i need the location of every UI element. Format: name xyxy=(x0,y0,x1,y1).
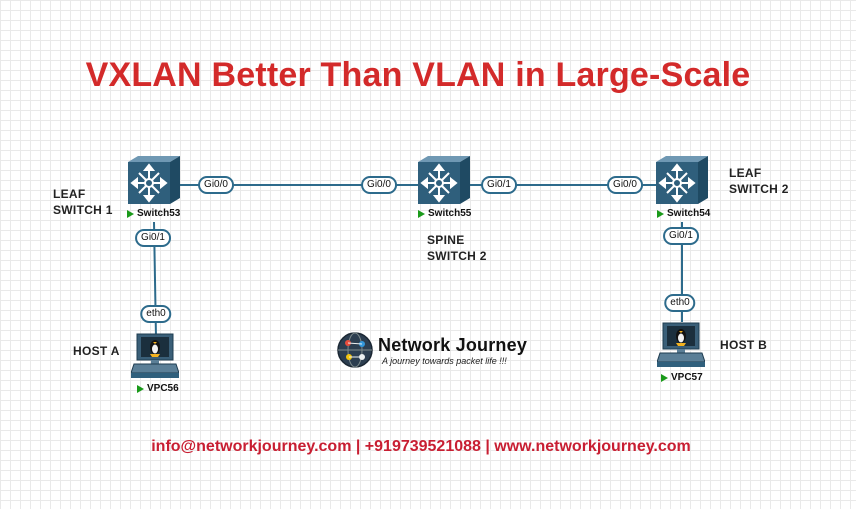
interface-switch53-gi0-1[interactable]: Gi0/1 xyxy=(135,229,171,247)
vpc57-icon[interactable] xyxy=(657,322,705,368)
spine-switch-2-label: SPINE SWITCH 2 xyxy=(427,233,487,263)
interface-switch55-gi0-1[interactable]: Gi0/1 xyxy=(481,176,517,194)
globe-logo-icon xyxy=(337,332,373,368)
interface-switch54-gi0-1[interactable]: Gi0/1 xyxy=(663,227,699,245)
switch55-icon[interactable] xyxy=(416,154,472,206)
host-a-label: HOST A xyxy=(73,344,120,358)
vpc57-label: VPC57 xyxy=(661,372,703,383)
running-status-icon xyxy=(127,209,134,218)
switch54-name: Switch54 xyxy=(667,208,711,219)
leaf-switch-1-label: LEAF SWITCH 1 xyxy=(53,187,113,217)
network-journey-logo: Network Journey A journey towards packet… xyxy=(336,331,527,369)
brand-tagline: A journey towards packet life !!! xyxy=(382,355,507,366)
switch54-icon[interactable] xyxy=(654,154,710,206)
switch54-label: Switch54 xyxy=(657,208,710,219)
vpc56-name: VPC56 xyxy=(147,383,179,394)
interface-vpc56-eth0[interactable]: eth0 xyxy=(140,305,172,323)
running-status-icon xyxy=(657,209,664,218)
running-status-icon xyxy=(137,384,144,393)
brand-name: Network Journey xyxy=(378,334,528,355)
switch55-label: Switch55 xyxy=(418,208,471,219)
contact-footer: info@networkjourney.com | +919739521088 … xyxy=(151,438,691,455)
diagram-title: VXLAN Better Than VLAN in Large-Scale xyxy=(85,56,751,94)
switch53-icon[interactable] xyxy=(126,154,182,206)
running-status-icon xyxy=(418,209,425,218)
vpc56-icon[interactable] xyxy=(131,333,179,379)
interface-switch53-gi0-0[interactable]: Gi0/0 xyxy=(198,176,234,194)
switch53-label: Switch53 xyxy=(127,208,180,219)
leaf-switch-2-label: LEAF SWITCH 2 xyxy=(729,166,789,196)
vpc57-name: VPC57 xyxy=(671,372,703,383)
host-b-label: HOST B xyxy=(720,338,768,352)
interface-switch54-gi0-0[interactable]: Gi0/0 xyxy=(607,176,643,194)
interface-vpc57-eth0[interactable]: eth0 xyxy=(664,294,696,312)
vpc56-label: VPC56 xyxy=(137,383,179,394)
switch55-name: Switch55 xyxy=(428,208,472,219)
switch53-name: Switch53 xyxy=(137,208,181,219)
interface-switch55-gi0-0[interactable]: Gi0/0 xyxy=(361,176,397,194)
running-status-icon xyxy=(661,373,668,382)
